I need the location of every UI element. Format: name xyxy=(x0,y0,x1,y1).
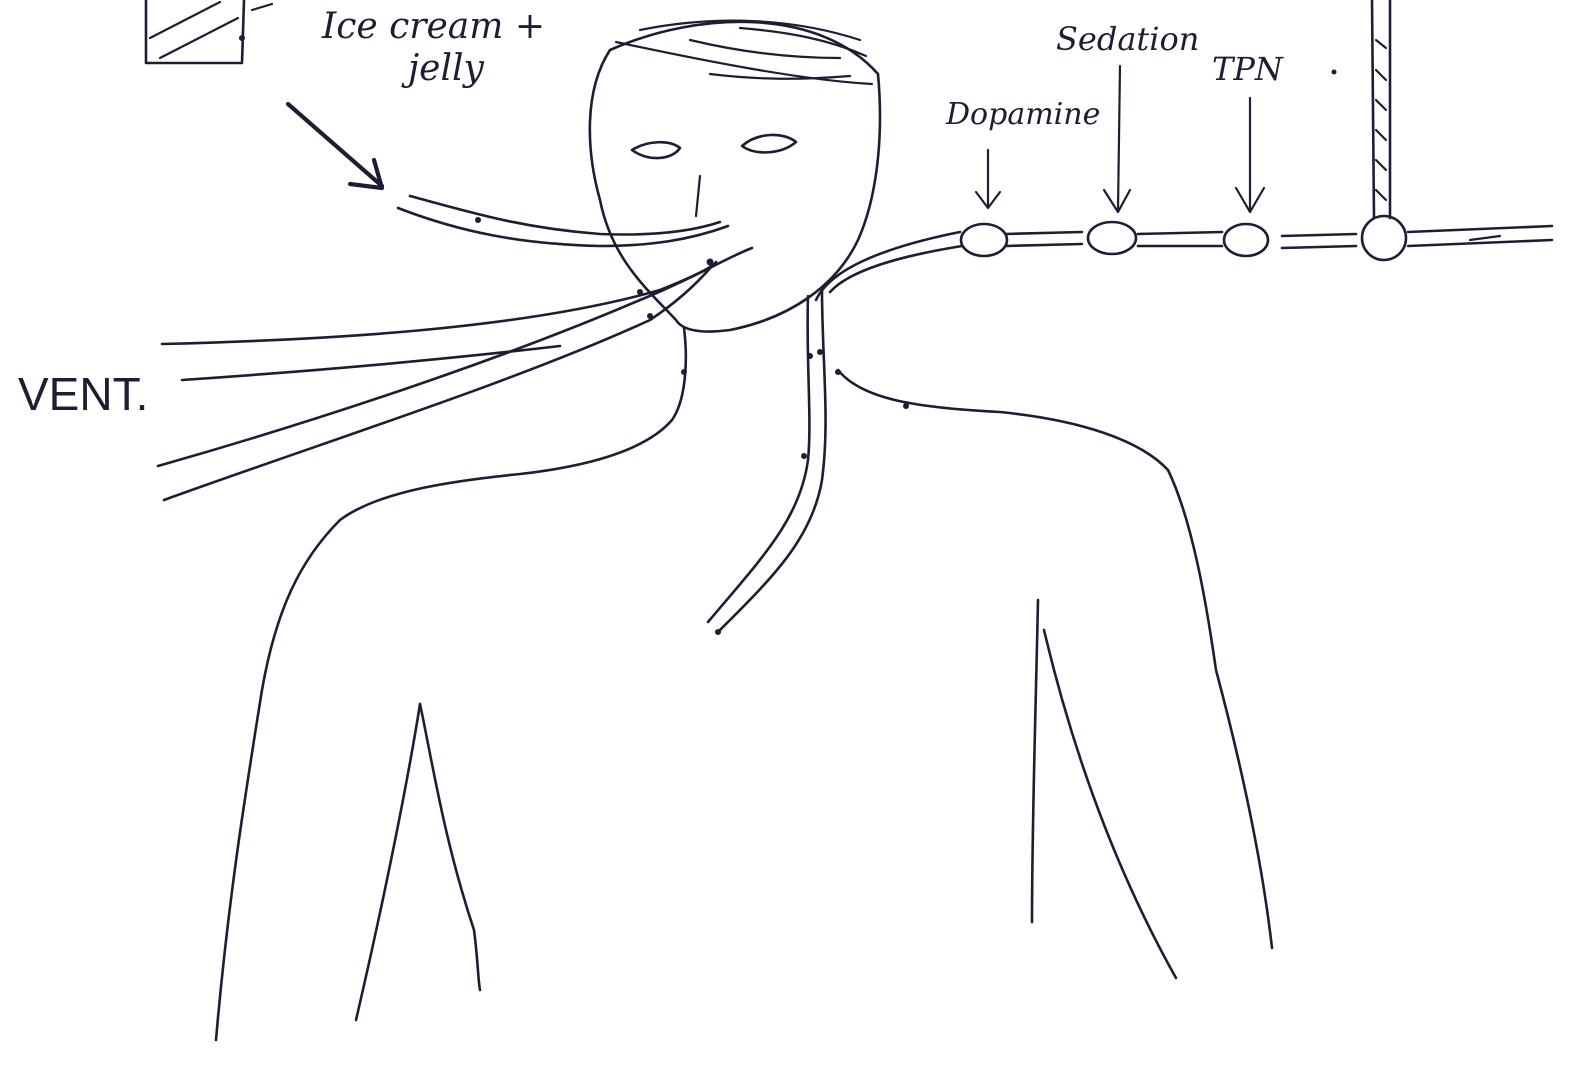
sedation-label: Sedation xyxy=(1056,20,1199,58)
dopamine-port xyxy=(961,224,1007,256)
iv-pole xyxy=(1372,0,1390,218)
infusion-line xyxy=(816,226,1552,300)
ventilator-tubes xyxy=(158,248,752,500)
eye-left xyxy=(632,142,680,158)
sedation-port xyxy=(1088,222,1136,254)
tpn-label: TPN xyxy=(1212,50,1284,88)
tpn-port xyxy=(1224,224,1268,256)
pole-port xyxy=(1362,216,1406,260)
nose xyxy=(696,176,700,216)
food-cup xyxy=(146,0,272,63)
tpn-label-group: TPN xyxy=(1212,50,1337,212)
sedation-arrow xyxy=(1118,66,1120,210)
vent-label: VENT. xyxy=(18,368,148,420)
food-arrow xyxy=(288,104,382,188)
dopamine-label: Dopamine xyxy=(945,97,1100,132)
food-label-line1: Ice cream + xyxy=(321,6,545,47)
eye-right xyxy=(742,135,796,152)
food-label: Ice cream + jelly xyxy=(321,6,545,89)
food-label-line2: jelly xyxy=(401,48,484,89)
central-line xyxy=(708,290,826,635)
dopamine-label-group: Dopamine xyxy=(945,97,1100,208)
torso xyxy=(216,328,1272,1040)
feeding-tube xyxy=(398,196,728,246)
